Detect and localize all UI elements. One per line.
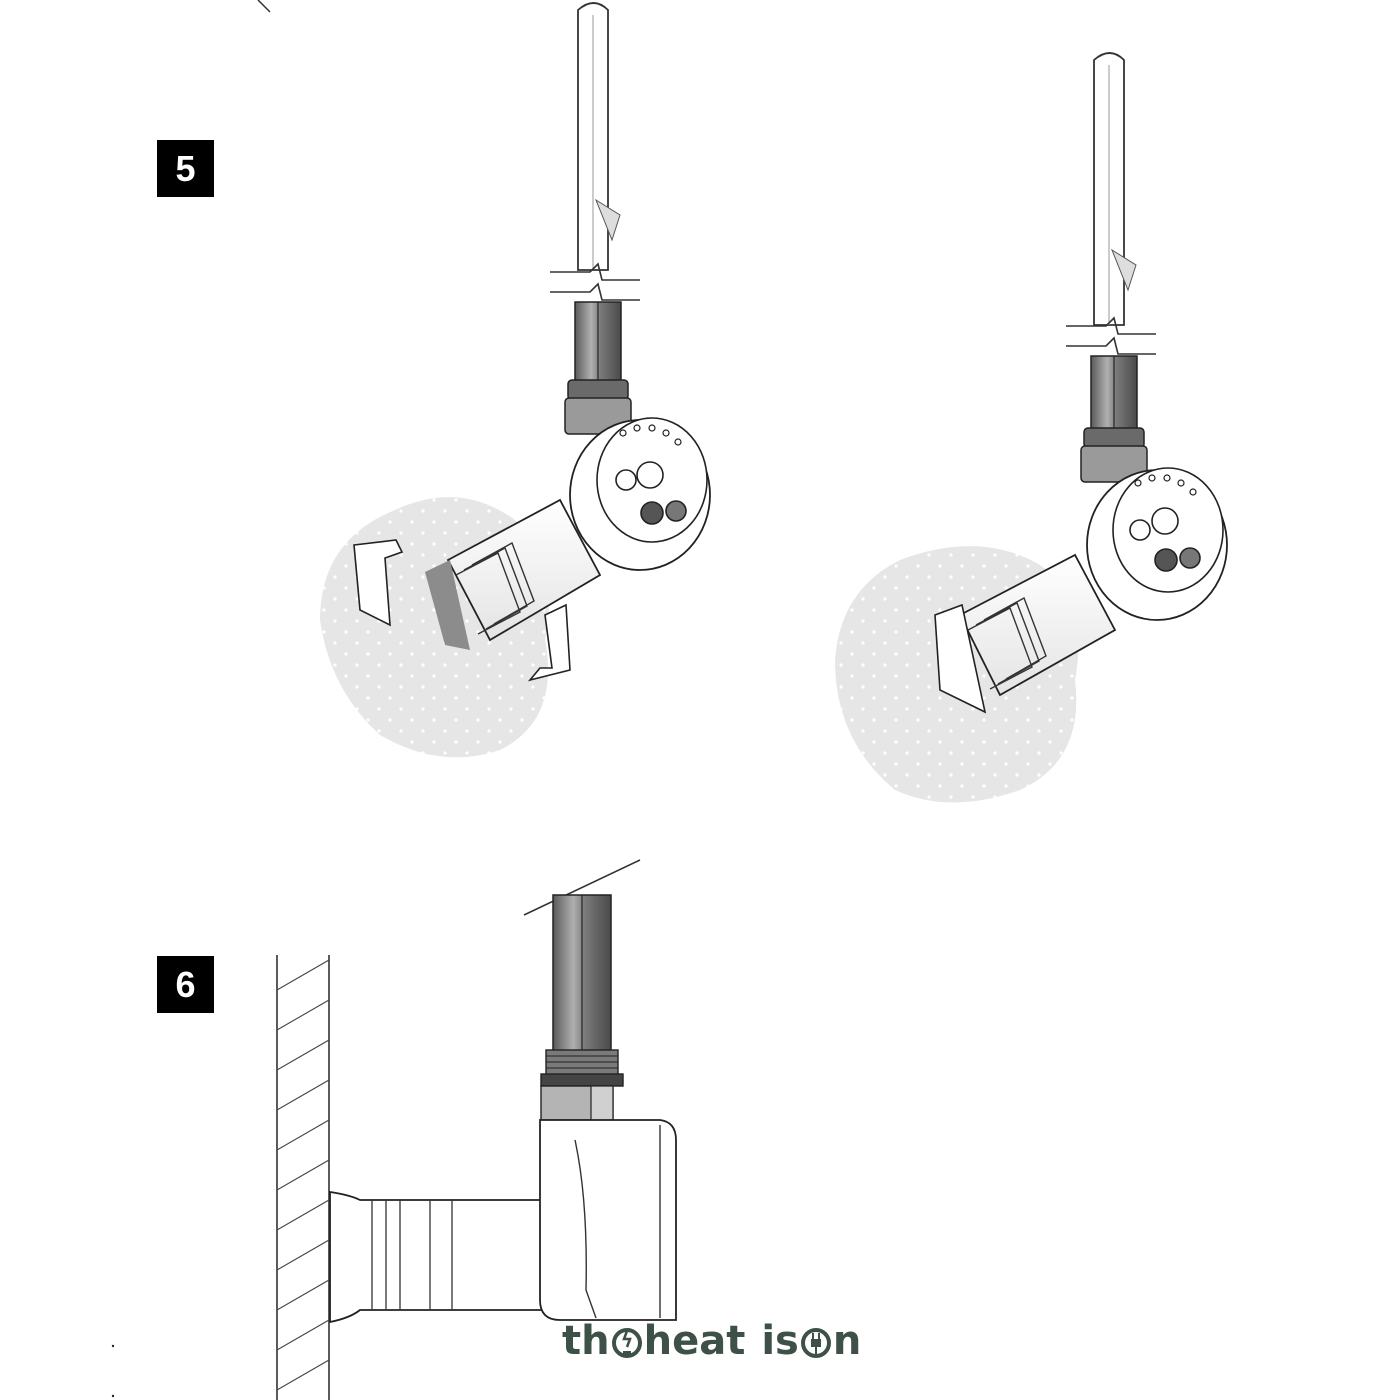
logo-word-th: th bbox=[562, 1318, 610, 1364]
step-6-badge: 6 bbox=[157, 956, 214, 1013]
logo-word-n: n bbox=[832, 1318, 862, 1364]
step-6-number: 6 bbox=[175, 963, 196, 1005]
step6-illustration bbox=[276, 859, 677, 1400]
corner-mark bbox=[257, 0, 271, 13]
step-5-badge: 5 bbox=[157, 140, 214, 197]
logo-word-is: is bbox=[761, 1318, 799, 1364]
step5-left-illustration bbox=[320, 2, 711, 758]
step-5-number: 5 bbox=[175, 147, 196, 189]
bulb-icon bbox=[610, 1321, 644, 1361]
plug-icon bbox=[799, 1321, 833, 1361]
logo-word-heat: heat bbox=[643, 1318, 746, 1364]
brand-logo: th heat is n bbox=[562, 1318, 861, 1364]
step5-right-illustration bbox=[835, 52, 1228, 803]
